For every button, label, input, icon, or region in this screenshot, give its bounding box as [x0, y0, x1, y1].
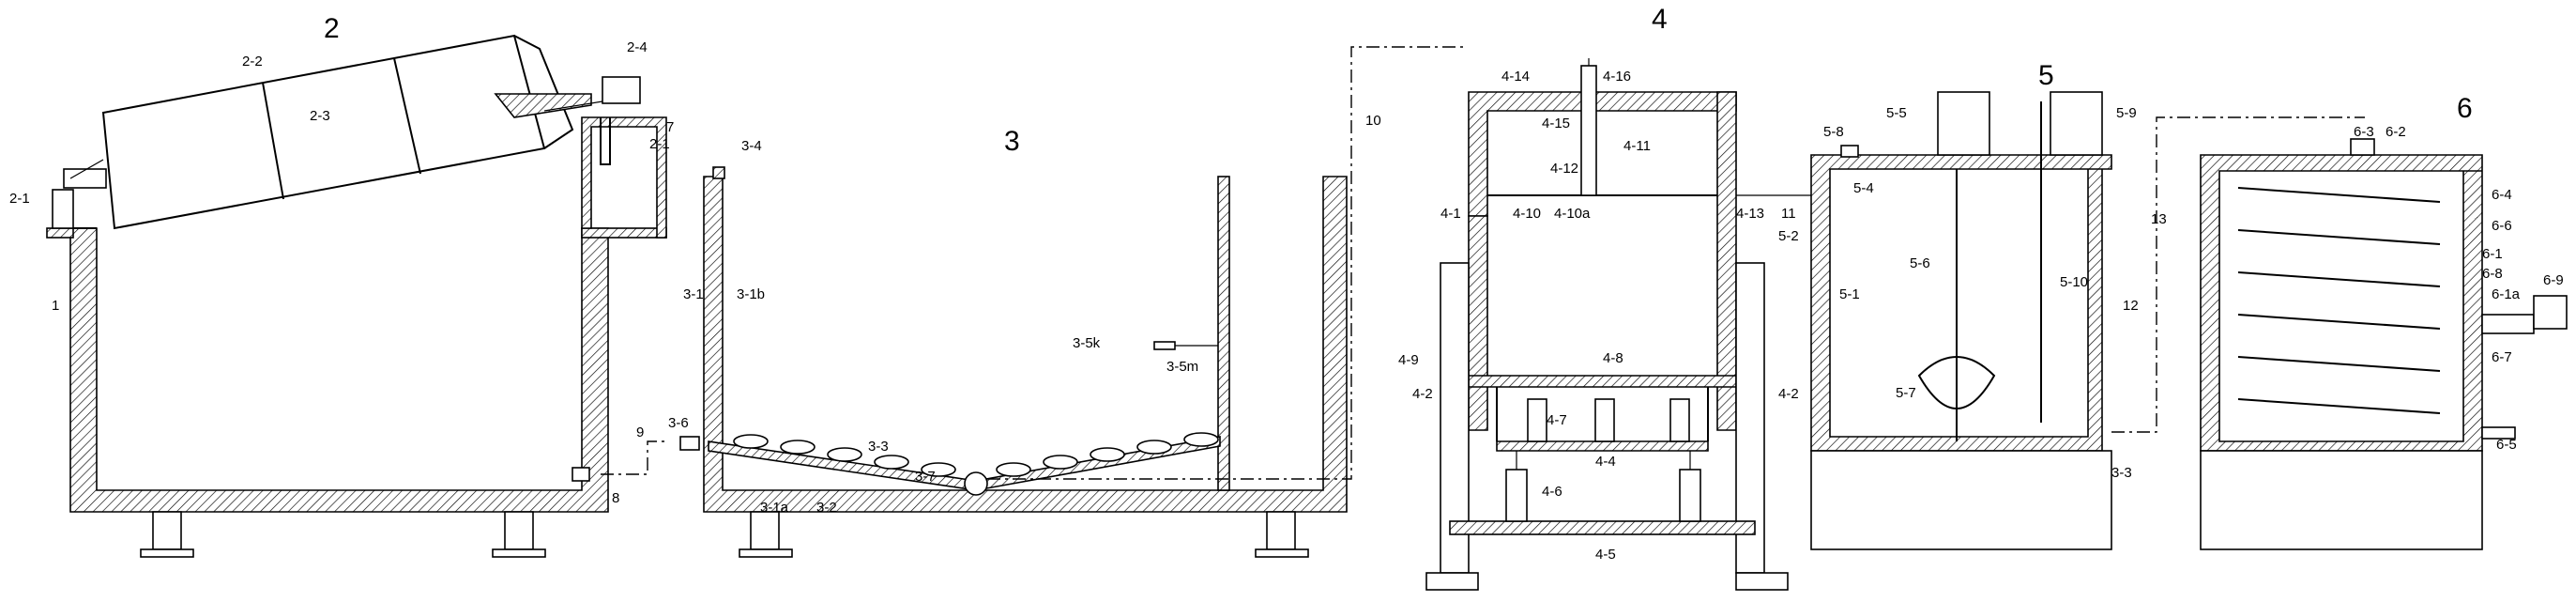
label-2-2: 2-2 — [242, 54, 263, 69]
label-4-12: 4-12 — [1550, 161, 1578, 177]
label-4-6: 4-6 — [1542, 484, 1562, 500]
label-6-3: 6-3 — [2354, 124, 2374, 140]
label-5-7: 5-7 — [1896, 385, 1916, 401]
tank-1 — [46, 34, 667, 558]
label-4-1: 4-1 — [1440, 206, 1461, 222]
label-3-2: 3-2 — [816, 500, 837, 516]
label-3-6: 3-6 — [668, 415, 689, 431]
label-4-7: 4-7 — [1547, 412, 1567, 428]
label-4-10a: 4-10a — [1554, 206, 1591, 222]
label-2-1b: 2-1 — [649, 136, 670, 152]
tank-3 — [679, 46, 1464, 558]
label-6-1a: 6-1a — [2492, 286, 2521, 302]
tank-3-feet — [739, 511, 1309, 558]
label-unit-1: 1 — [52, 298, 59, 314]
label-3-3-b: 3-3 — [2111, 465, 2132, 481]
label-3-5k: 3-5k — [1073, 335, 1101, 351]
aerator-heads — [733, 432, 1219, 477]
callout-labels: 1 2 2-1 2-1 2-2 2-3 2-4 7 8 9 3 3-1 3-1b… — [9, 4, 2564, 563]
label-5-4: 5-4 — [1853, 180, 1874, 196]
label-5-1: 5-1 — [1839, 286, 1860, 302]
label-4-15: 4-15 — [1542, 116, 1570, 131]
label-4-5: 4-5 — [1595, 547, 1616, 563]
label-4-10: 4-10 — [1513, 206, 1541, 222]
tank-1-feet — [140, 511, 546, 558]
label-6-2: 6-2 — [2385, 124, 2406, 140]
label-3-7: 3-7 — [915, 469, 936, 485]
label-3-5m: 3-5m — [1166, 359, 1198, 375]
label-4-14: 4-14 — [1501, 69, 1530, 85]
heating-coil — [2237, 187, 2441, 414]
press-4 — [1425, 58, 1811, 591]
label-13: 13 — [2151, 211, 2167, 227]
label-5-6: 5-6 — [1910, 255, 1930, 271]
label-7: 7 — [666, 119, 674, 135]
label-unit-5: 5 — [2038, 60, 2054, 91]
label-unit-2: 2 — [324, 13, 340, 44]
label-4-2a: 4-2 — [1412, 386, 1433, 402]
label-unit-4: 4 — [1652, 4, 1668, 35]
label-2-4: 2-4 — [627, 39, 648, 55]
label-4-13: 4-13 — [1736, 206, 1764, 222]
label-4-11: 4-11 — [1623, 138, 1651, 154]
label-10: 10 — [1365, 113, 1381, 129]
label-5-5: 5-5 — [1886, 105, 1907, 121]
label-unit-6: 6 — [2457, 93, 2473, 124]
label-3-1a: 3-1a — [760, 500, 789, 516]
label-3-1b: 3-1b — [737, 286, 765, 302]
label-6-4: 6-4 — [2492, 187, 2512, 203]
label-6-6: 6-6 — [2492, 218, 2512, 234]
label-4-8: 4-8 — [1603, 350, 1623, 366]
label-6-9: 6-9 — [2543, 272, 2564, 288]
label-2-3: 2-3 — [310, 108, 330, 124]
label-3-4: 3-4 — [741, 138, 762, 154]
label-9: 9 — [636, 424, 644, 440]
tank-5 — [1810, 91, 2365, 550]
label-11: 11 — [1781, 206, 1796, 222]
label-6-7: 6-7 — [2492, 349, 2512, 365]
label-unit-3: 3 — [1004, 126, 1020, 157]
label-4-9: 4-9 — [1398, 352, 1419, 368]
tank-6 — [2200, 138, 2568, 550]
label-3-3: 3-3 — [868, 439, 889, 455]
label-8: 8 — [612, 490, 619, 506]
label-6-5: 6-5 — [2496, 437, 2517, 453]
label-12: 12 — [2123, 298, 2139, 314]
label-5-8: 5-8 — [1823, 124, 1844, 140]
label-4-16: 4-16 — [1603, 69, 1631, 85]
label-5-2: 5-2 — [1778, 228, 1799, 244]
label-6-8: 6-8 — [2482, 266, 2503, 282]
label-3-1: 3-1 — [683, 286, 704, 302]
label-4-2b: 4-2 — [1778, 386, 1799, 402]
label-6-1: 6-1 — [2482, 246, 2503, 262]
label-5-9: 5-9 — [2116, 105, 2137, 121]
rotary-drum-2 — [63, 34, 641, 230]
label-4-4: 4-4 — [1595, 454, 1616, 470]
label-5-10: 5-10 — [2060, 274, 2088, 290]
label-2-1a: 2-1 — [9, 191, 30, 207]
